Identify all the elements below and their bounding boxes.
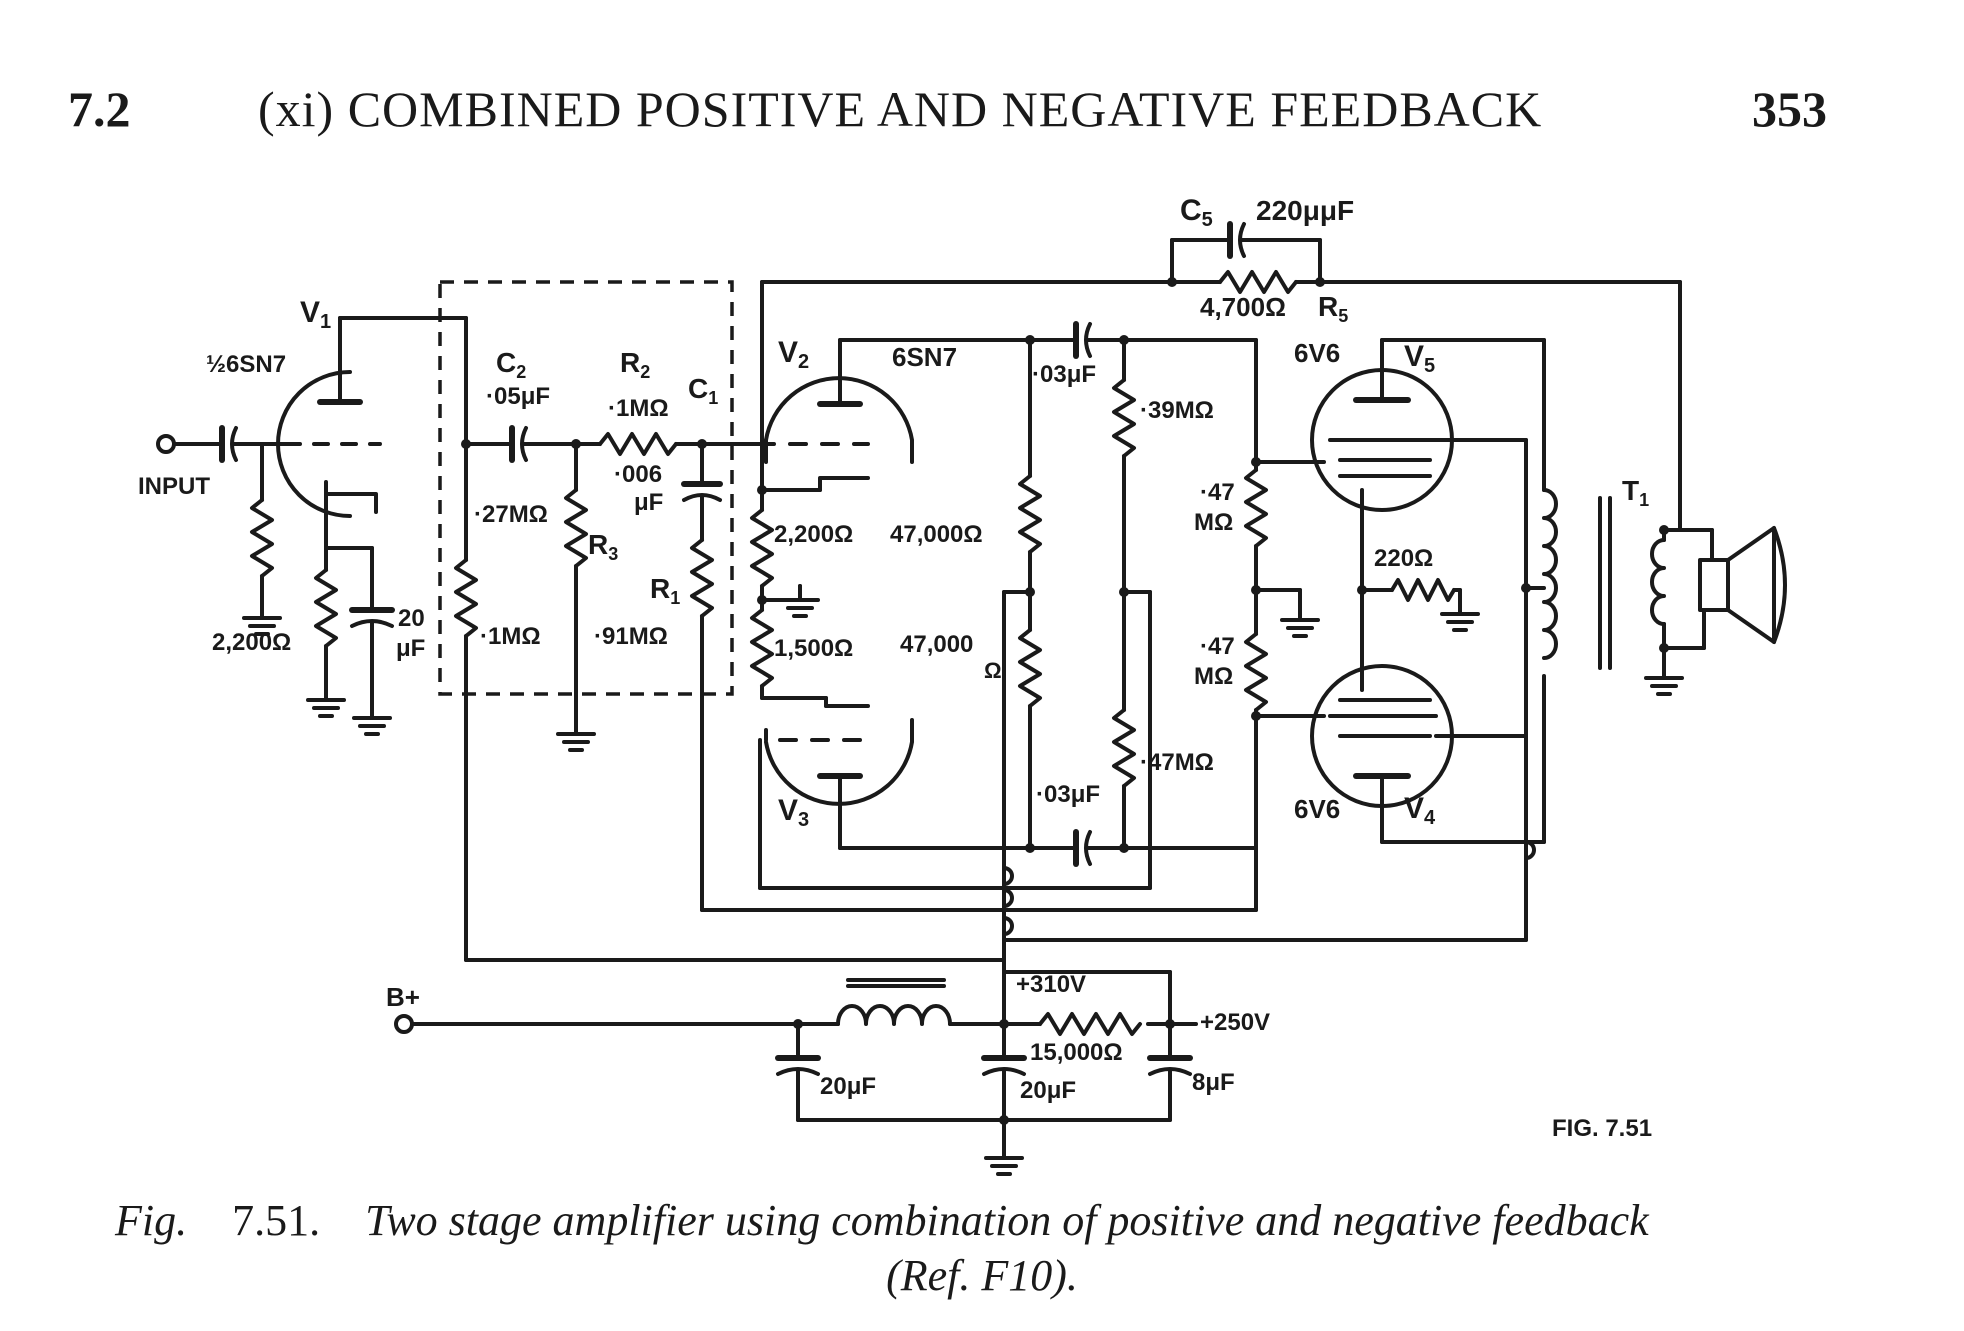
c2-value-label: ·05μF	[486, 383, 550, 410]
v2-type-label: 6SN7	[892, 342, 957, 372]
v4-label: V4	[1404, 792, 1436, 829]
v250-label: +250V	[1200, 1009, 1270, 1036]
feedback-capacitor-c5	[1170, 221, 1322, 284]
page-title: (xi) COMBINED POSITIVE AND NEGATIVE FEED…	[258, 81, 1543, 137]
c1-label: C1	[688, 373, 718, 408]
r-47000-a-label: 47,000Ω	[890, 521, 983, 548]
r-47000-b-label: 47,000	[900, 631, 973, 658]
v2-label: V2	[778, 336, 809, 373]
coupling-capacitor-top	[1028, 321, 1258, 359]
r-47000-b-ohm-label: Ω	[984, 658, 1002, 683]
c-8-label: 8μF	[1192, 1069, 1235, 1096]
tube-v1	[276, 316, 468, 550]
v1-cathode-resistor	[306, 546, 346, 718]
resistor-47-lower	[1244, 588, 1268, 850]
resistor-15000	[1002, 1012, 1172, 1036]
caption-text: Two stage amplifier using combination of…	[365, 1196, 1649, 1245]
figure-tag: FIG. 7.51	[1552, 1115, 1652, 1142]
network-box	[438, 280, 734, 696]
c-03-top-label: ·03μF	[1032, 361, 1096, 388]
r-47m-lower-label: ·47MΩ	[1140, 749, 1214, 776]
resistor-47-upper	[1244, 468, 1268, 592]
r-47-top-label-b: MΩ	[1194, 509, 1233, 536]
resistor-1m	[454, 442, 478, 962]
bplus-label: B+	[386, 982, 420, 1012]
input-label: INPUT	[138, 473, 210, 500]
filter-capacitor-3	[1147, 1022, 1193, 1122]
feedback-resistor-r5	[1170, 270, 1682, 294]
filter-choke	[796, 978, 1006, 1026]
r-2200-label: 2,200Ω	[774, 521, 853, 548]
v310-label: +310V	[1016, 971, 1086, 998]
c1-value-label-a: ·006	[614, 461, 662, 488]
c1-value-label-b: μF	[634, 489, 663, 516]
r-47-top-label-a: ·47	[1200, 479, 1235, 506]
tube-v3	[764, 718, 1032, 850]
r-47-bottom-label-a: ·47	[1200, 633, 1235, 660]
r-1m-label: ·1MΩ	[480, 623, 541, 650]
capacitor-c1	[681, 442, 723, 542]
r2-value-label: ·1MΩ	[608, 395, 669, 422]
page-number: 353	[1752, 81, 1827, 137]
filter-capacitor-1	[775, 1022, 821, 1122]
resistor-39m	[1112, 338, 1136, 594]
tube-v2	[758, 338, 1032, 492]
v1-cathode-cap-label-a: 20	[398, 605, 425, 632]
r2-label: R2	[620, 347, 650, 382]
v5-label: V5	[1404, 340, 1435, 377]
r-91-label: ·91MΩ	[594, 623, 668, 650]
bplus-terminal	[394, 1014, 414, 1034]
r5-value-label: 4,700Ω	[1200, 292, 1286, 322]
tube-v5	[1310, 338, 1454, 672]
v1-grid-resistor	[242, 442, 282, 636]
v1-type-label: ½6SN7	[206, 351, 286, 378]
r3-label: R3	[588, 529, 618, 564]
resistor-220	[1360, 578, 1480, 632]
c5-label: C5	[1180, 194, 1213, 231]
r5-label: R5	[1318, 291, 1348, 326]
c-20-a-label: 20μF	[820, 1073, 876, 1100]
c2-label: C2	[496, 347, 526, 382]
c5-value-label: 220μμF	[1256, 195, 1354, 226]
caption-fig-number: 7.51.	[232, 1196, 321, 1245]
r-27-label: ·27MΩ	[474, 501, 548, 528]
caption-reference: (Ref. F10).	[886, 1251, 1078, 1300]
r-39-label: ·39MΩ	[1140, 397, 1214, 424]
r-1500-label: 1,500Ω	[774, 635, 853, 662]
v1-cathode-resistor-label: 2,200Ω	[212, 629, 291, 656]
input-terminal	[156, 434, 222, 454]
resistor-r2	[598, 432, 704, 456]
r-220-label: 220Ω	[1374, 545, 1433, 572]
coupling-capacitor-bottom	[1028, 829, 1258, 867]
c-03-bottom-label: ·03μF	[1036, 781, 1100, 808]
resistor-47000-v3	[1018, 590, 1042, 850]
r1-label: R1	[650, 573, 680, 608]
resistor-47m-lower	[1112, 590, 1136, 850]
v5-type-label: 6V6	[1294, 338, 1340, 368]
c-20-b-label: 20μF	[1020, 1077, 1076, 1104]
v1-cathode-cap-label-b: μF	[396, 635, 425, 662]
resistor-r3	[556, 442, 596, 752]
resistor-1500	[750, 598, 870, 708]
caption-fig-label: Fig.	[115, 1196, 188, 1245]
resistor-2200-v2	[750, 488, 774, 602]
r-47-bottom-label-b: MΩ	[1194, 663, 1233, 690]
v4-type-label: 6V6	[1294, 794, 1340, 824]
v3-label: V3	[778, 794, 809, 831]
speaker	[1698, 526, 1787, 650]
section-number: 7.2	[68, 81, 131, 137]
v1-cathode-capacitor	[324, 546, 395, 736]
capacitor-c2	[509, 425, 602, 463]
caption-line-1: Fig. 7.51. Two stage amplifier using com…	[115, 1195, 1649, 1246]
resistor-47000-v2	[1018, 338, 1042, 594]
v1-label: V1	[300, 296, 331, 333]
t1-label: T1	[1622, 475, 1649, 510]
r-15000-label: 15,000Ω	[1030, 1039, 1123, 1066]
resistor-r1	[690, 538, 714, 912]
filter-capacitor-2	[981, 1022, 1027, 1146]
output-transformer	[1524, 488, 1666, 670]
